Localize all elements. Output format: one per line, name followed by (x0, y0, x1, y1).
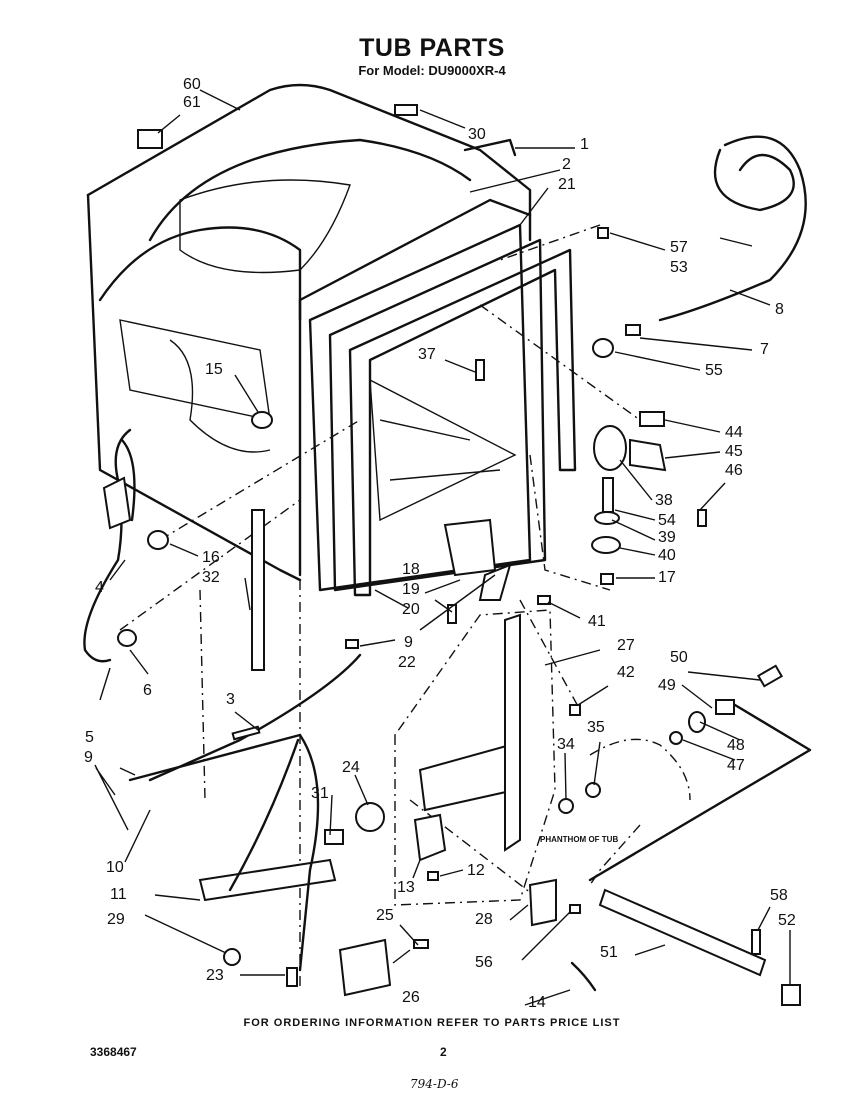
callout-16: 16 (202, 549, 220, 566)
callout-21: 21 (558, 176, 576, 193)
callout-40: 40 (658, 547, 676, 564)
callout-12: 12 (467, 862, 485, 879)
callout-34: 34 (557, 736, 575, 753)
callout-30: 30 (468, 126, 486, 143)
callout-1: 1 (580, 136, 589, 153)
callout-32: 32 (202, 569, 220, 586)
callout-58: 58 (770, 887, 788, 904)
callout-37: 37 (418, 346, 436, 363)
small-parts (117, 104, 812, 1006)
page-title: TUB PARTS (359, 34, 505, 62)
callout-48: 48 (727, 737, 745, 754)
inlet-hose (83, 428, 136, 663)
callout-23: 23 (206, 967, 224, 984)
coiled-drain-hose (658, 135, 807, 322)
callout-13: 13 (397, 879, 415, 896)
callout-50: 50 (670, 649, 688, 666)
callout-61: 61 (183, 94, 201, 111)
callout-31: 31 (311, 785, 329, 802)
callout-29: 29 (107, 911, 125, 928)
phantom-of-tub-note: PHANTHOM OF TUB (540, 835, 619, 844)
callout-24: 24 (342, 759, 360, 776)
callout-60: 60 (183, 76, 201, 93)
callout-35: 35 (587, 719, 605, 736)
callout-44: 44 (725, 424, 743, 441)
callout-51: 51 (600, 944, 618, 961)
callout-27: 27 (617, 637, 635, 654)
callout-52: 52 (778, 912, 796, 929)
callout-22: 22 (398, 654, 416, 671)
callout-8: 8 (775, 301, 784, 318)
callout-56: 56 (475, 954, 493, 971)
callout-47: 47 (727, 757, 745, 774)
callout-19: 19 (402, 581, 420, 598)
callout-53: 53 (670, 259, 688, 276)
callout-6: 6 (143, 682, 152, 699)
ordering-info-note: FOR ORDERING INFORMATION REFER TO PARTS … (243, 1017, 621, 1029)
callout-7: 7 (760, 341, 769, 358)
callout-46: 46 (725, 462, 743, 479)
callout-42: 42 (617, 664, 635, 681)
callout-9-left: 9 (84, 749, 93, 766)
callout-41: 41 (588, 613, 606, 630)
callout-57: 57 (670, 239, 688, 256)
callout-4: 4 (95, 579, 104, 596)
callout-18: 18 (402, 561, 420, 578)
callout-54: 54 (658, 512, 676, 529)
callout-45: 45 (725, 443, 743, 460)
handwritten-note: 794-D-6 (410, 1077, 459, 1091)
page-number: 2 (440, 1045, 447, 1059)
callout-14: 14 (528, 994, 546, 1011)
callout-25: 25 (376, 907, 394, 924)
callout-9-center: 9 (404, 634, 413, 651)
callout-2: 2 (562, 156, 571, 173)
callout-15: 15 (205, 361, 223, 378)
callout-38: 38 (655, 492, 673, 509)
door-gasket (308, 223, 577, 597)
callout-3: 3 (226, 691, 235, 708)
callout-28: 28 (475, 911, 493, 928)
model-subtitle: For Model: DU9000XR-4 (358, 63, 506, 78)
tub-shell (86, 83, 532, 582)
callout-10: 10 (106, 859, 124, 876)
callout-5: 5 (85, 729, 94, 746)
document-number: 3368467 (90, 1045, 137, 1059)
callout-17: 17 (658, 569, 676, 586)
callout-55: 55 (705, 362, 723, 379)
callout-49: 49 (658, 677, 676, 694)
callout-11: 11 (110, 886, 127, 903)
callout-26: 26 (402, 989, 420, 1006)
leader-lines (94, 89, 791, 1006)
callout-39: 39 (658, 529, 676, 546)
callout-20: 20 (402, 601, 420, 618)
